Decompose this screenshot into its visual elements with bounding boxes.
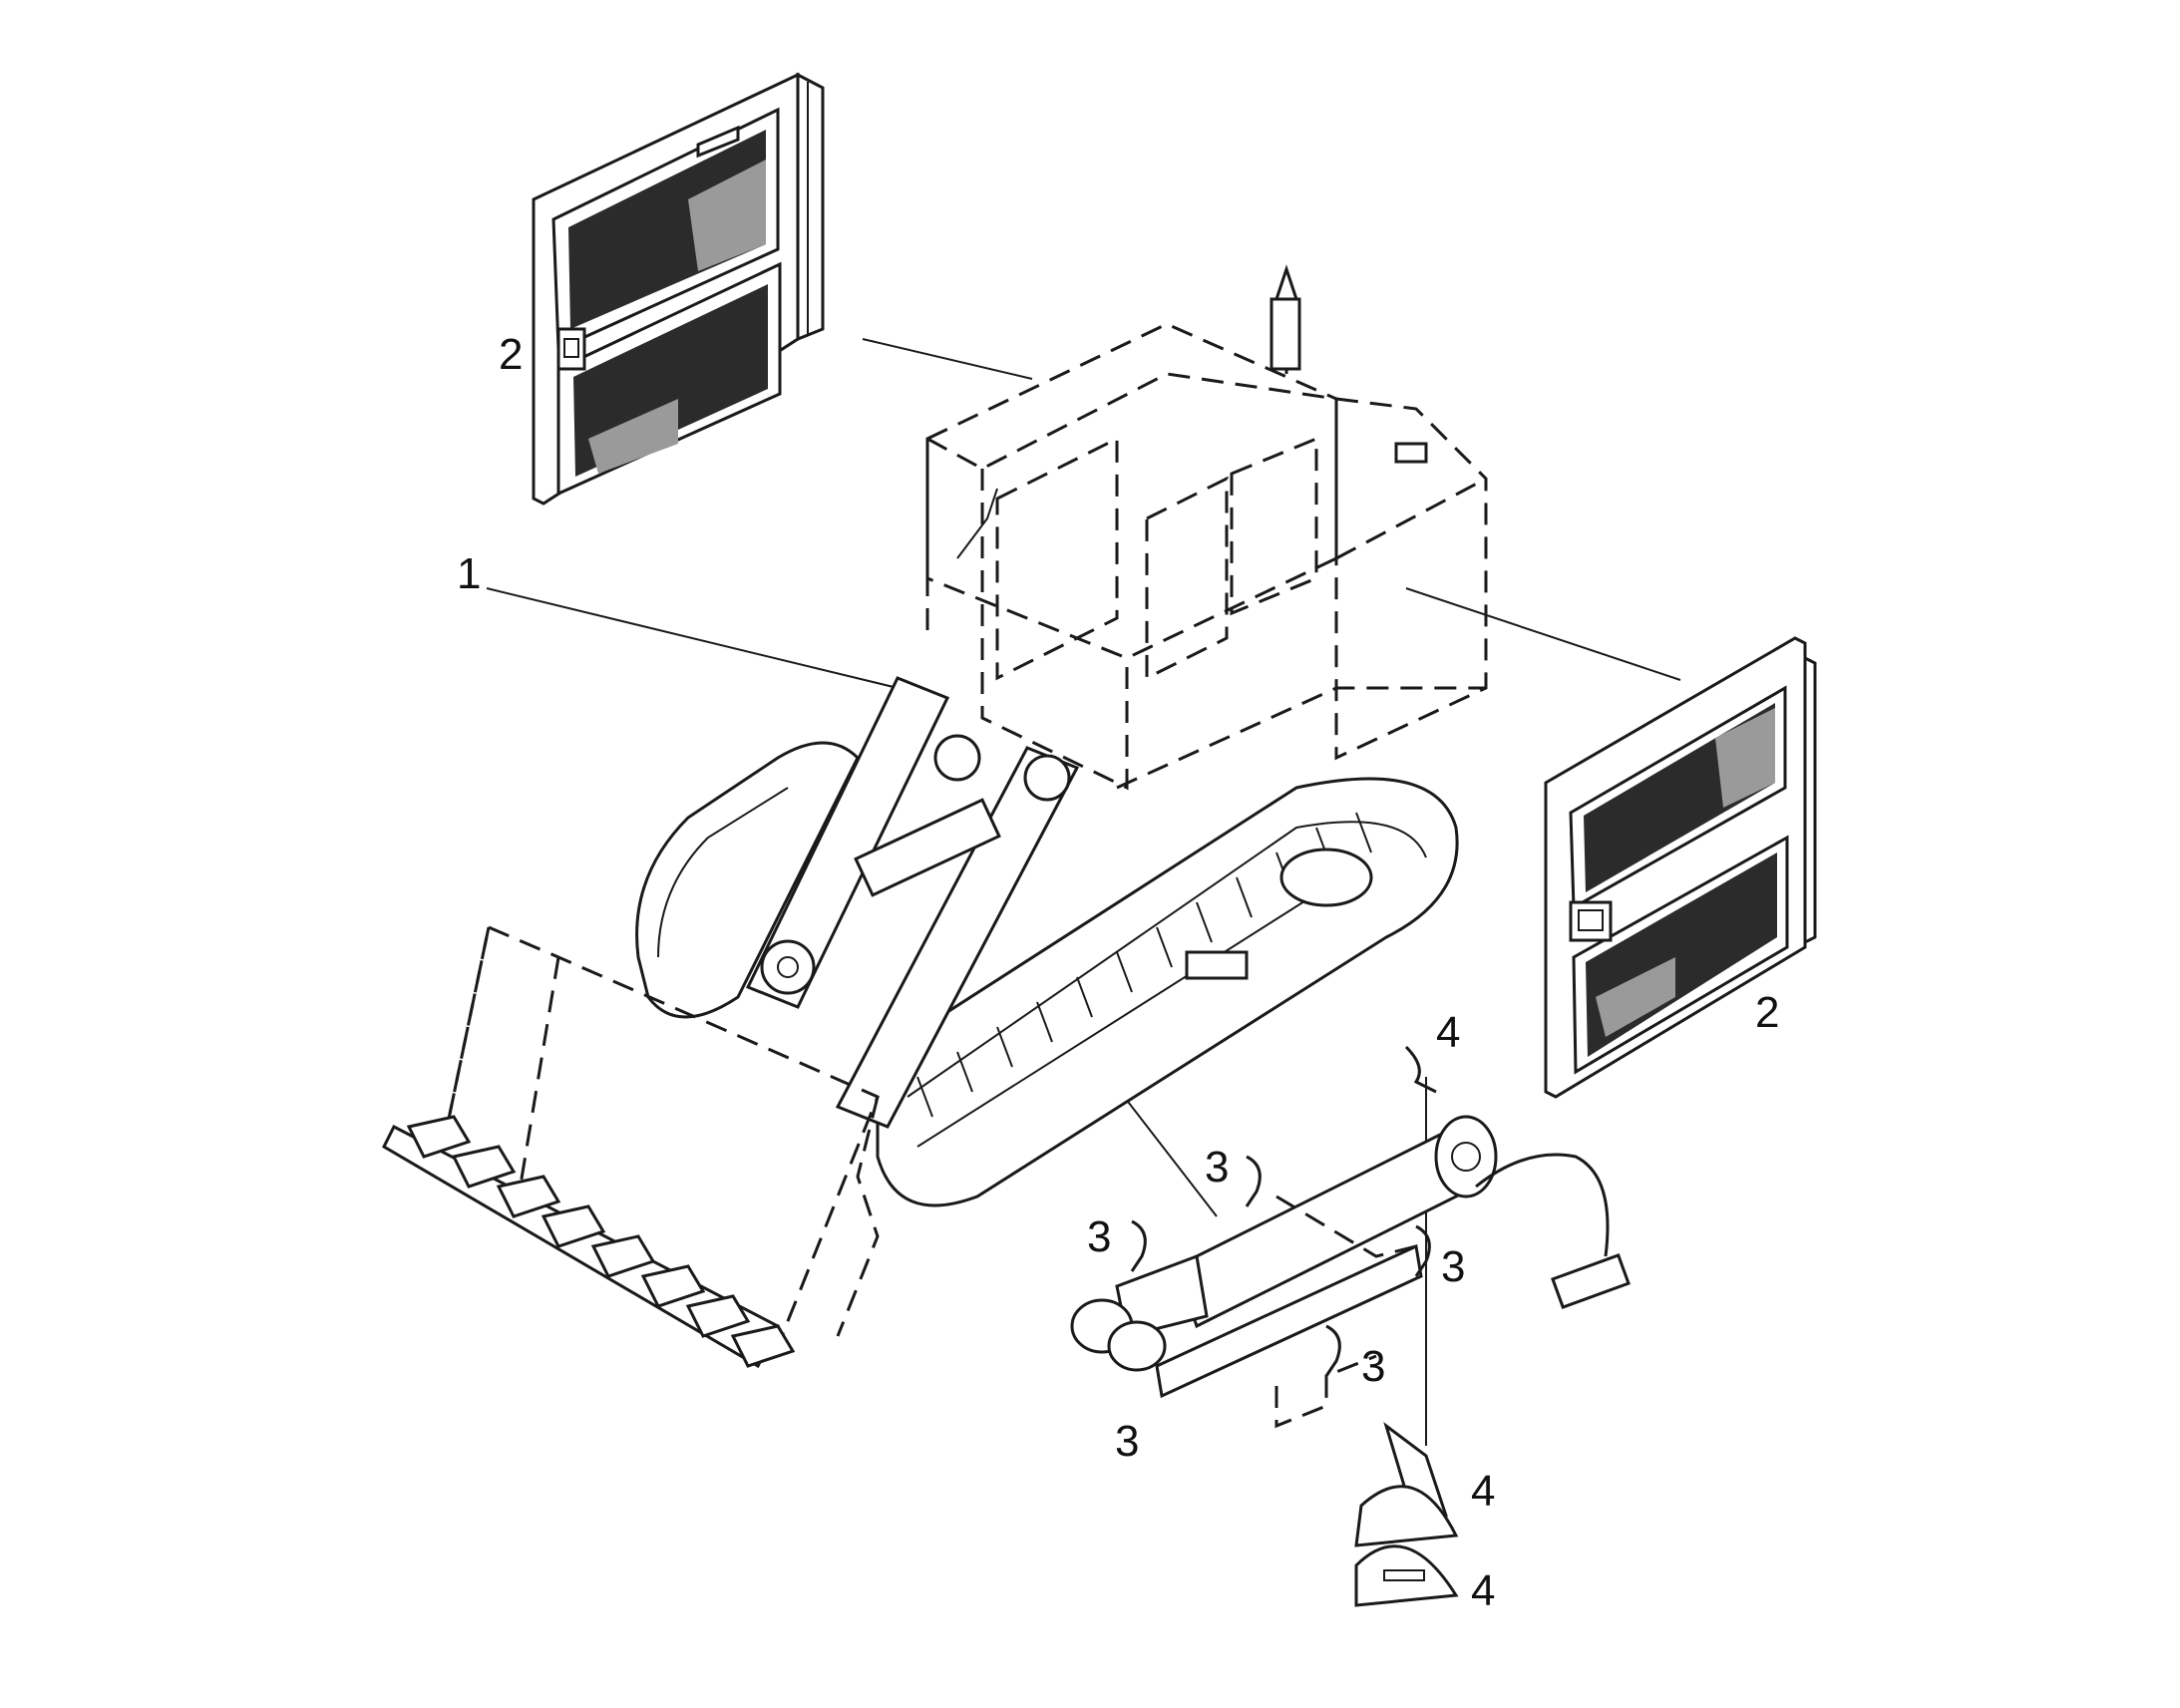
clamps bbox=[1130, 1155, 1431, 1377]
callout-item-4-c: 4 bbox=[1471, 1566, 1495, 1615]
hydraulic-cylinder bbox=[1070, 1115, 1631, 1429]
track-right bbox=[876, 777, 1459, 1207]
loader-bucket bbox=[382, 924, 880, 1369]
callout-item-1: 1 bbox=[457, 549, 481, 598]
callout-item-3-d: 3 bbox=[1361, 1342, 1385, 1391]
callout-item-4-a: 4 bbox=[1436, 1008, 1460, 1057]
callout-item-2-upper: 2 bbox=[499, 330, 523, 379]
loader-lift-arms bbox=[745, 676, 1080, 1129]
bucket-teeth bbox=[406, 1115, 796, 1368]
callouts: 1 2 2 3 3 3 3 3 4 4 4 bbox=[457, 330, 1779, 1615]
cab-outline bbox=[925, 264, 1338, 791]
callout-item-3-c: 3 bbox=[1441, 1242, 1465, 1291]
callout-item-3-b: 3 bbox=[1087, 1212, 1111, 1261]
track-left bbox=[635, 741, 860, 1019]
callout-item-3-e: 3 bbox=[1115, 1417, 1139, 1466]
callout-item-4-b: 4 bbox=[1471, 1467, 1495, 1516]
side-door-lower bbox=[1544, 636, 1817, 1099]
callout-item-2-lower: 2 bbox=[1755, 988, 1779, 1037]
guard-parts bbox=[1354, 1045, 1459, 1607]
callout-item-3-a: 3 bbox=[1205, 1143, 1229, 1192]
side-door-upper bbox=[532, 72, 825, 506]
engine-hood-outline bbox=[1116, 397, 1488, 790]
